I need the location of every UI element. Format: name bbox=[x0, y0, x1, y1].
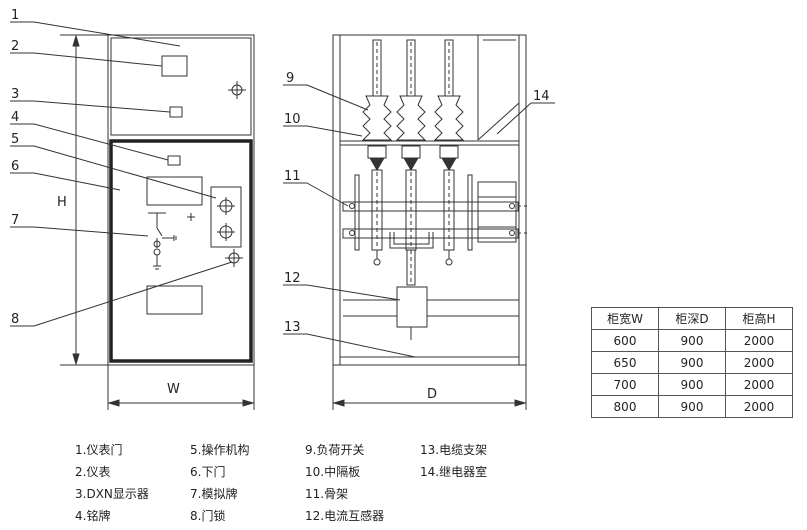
cabinet-size-table: 柜宽W 柜深D 柜高H 600 900 2000 650 900 2000 70… bbox=[591, 307, 793, 418]
callout-6: 6 bbox=[11, 159, 19, 174]
side-cabinet-outline bbox=[332, 34, 527, 366]
insulator-left bbox=[361, 95, 393, 141]
insulator-middle bbox=[395, 95, 427, 141]
legend-item: 5.操作机构 bbox=[190, 443, 250, 457]
table-row: 650 900 2000 bbox=[591, 351, 793, 374]
legend-item: 10.中隔板 bbox=[305, 465, 361, 479]
nameplate bbox=[167, 155, 181, 166]
callout-12: 12 bbox=[284, 271, 301, 286]
instrument-door bbox=[110, 37, 252, 136]
table-header-row: 柜宽W 柜深D 柜高H bbox=[591, 307, 793, 330]
callout-7: 7 bbox=[11, 213, 19, 228]
front-view bbox=[60, 34, 255, 410]
dimension-w-label: W bbox=[167, 382, 180, 397]
relay-room-diagonal bbox=[477, 102, 520, 141]
mimic-diagram bbox=[148, 212, 177, 270]
side-view bbox=[332, 34, 530, 410]
legend-item: 2.仪表 bbox=[75, 465, 111, 479]
legend-item: 9.负荷开关 bbox=[305, 443, 365, 457]
table-cell: 900 bbox=[658, 373, 726, 396]
dimension-h-label: H bbox=[57, 195, 67, 210]
callout-labels: 1 2 3 4 5 6 7 8 9 10 11 12 13 14 H W D bbox=[11, 8, 550, 402]
legend-item: 13.电缆支架 bbox=[420, 443, 488, 457]
table-cell: 900 bbox=[658, 395, 726, 418]
table-cell: 600 bbox=[591, 329, 659, 352]
operating-mechanism bbox=[210, 186, 242, 248]
callout-3: 3 bbox=[11, 87, 19, 102]
callout-2: 2 bbox=[11, 39, 19, 54]
callout-8: 8 bbox=[11, 312, 19, 327]
table-cell: 2000 bbox=[725, 351, 793, 374]
lower-door-lock-icon bbox=[225, 249, 243, 267]
front-cabinet-outline bbox=[107, 34, 255, 366]
legend-item: 8.门锁 bbox=[190, 509, 226, 523]
callout-1: 1 bbox=[11, 8, 19, 23]
legend-item: 12.电流互感器 bbox=[305, 509, 385, 523]
table-row: 600 900 2000 bbox=[591, 329, 793, 352]
callout-14: 14 bbox=[533, 89, 550, 104]
operating-mechanism-hole-upper bbox=[217, 197, 235, 215]
table-cell: 650 bbox=[591, 351, 659, 374]
callout-11: 11 bbox=[284, 169, 301, 184]
leader-lines bbox=[10, 21, 555, 358]
callout-4: 4 bbox=[11, 110, 19, 125]
callout-10: 10 bbox=[284, 112, 301, 127]
instrument-door-lock-icon bbox=[228, 81, 246, 99]
header-height: 柜高H bbox=[725, 307, 793, 330]
legend-item: 6.下门 bbox=[190, 465, 226, 479]
legend-item: 3.DXN显示器 bbox=[75, 487, 149, 501]
lower-door-window bbox=[146, 176, 203, 206]
table-cell: 700 bbox=[591, 373, 659, 396]
legend-item: 11.骨架 bbox=[305, 487, 349, 501]
header-depth: 柜深D bbox=[658, 307, 726, 330]
header-width: 柜宽W bbox=[591, 307, 659, 330]
table-cell: 800 bbox=[591, 395, 659, 418]
table-cell: 900 bbox=[658, 351, 726, 374]
small-plus-mark bbox=[187, 213, 195, 221]
table-row: 800 900 2000 bbox=[591, 395, 793, 418]
legend-item: 1.仪表门 bbox=[75, 443, 123, 457]
callout-5: 5 bbox=[11, 132, 19, 147]
legend-item: 4.铭牌 bbox=[75, 509, 111, 523]
table-cell: 2000 bbox=[725, 395, 793, 418]
legend-item: 7.模拟牌 bbox=[190, 487, 238, 501]
callout-9: 9 bbox=[286, 71, 294, 86]
current-transformer bbox=[396, 286, 428, 328]
table-cell: 2000 bbox=[725, 329, 793, 352]
operating-mechanism-hole-lower bbox=[217, 223, 235, 241]
table-cell: 900 bbox=[658, 329, 726, 352]
insulator-right bbox=[433, 95, 465, 141]
cable-viewing-window bbox=[146, 285, 203, 315]
table-row: 700 900 2000 bbox=[591, 373, 793, 396]
lower-door bbox=[109, 139, 253, 363]
legend-item: 14.继电器室 bbox=[420, 465, 488, 479]
callout-13: 13 bbox=[284, 320, 301, 335]
table-cell: 2000 bbox=[725, 373, 793, 396]
dimension-d-label: D bbox=[427, 387, 437, 402]
